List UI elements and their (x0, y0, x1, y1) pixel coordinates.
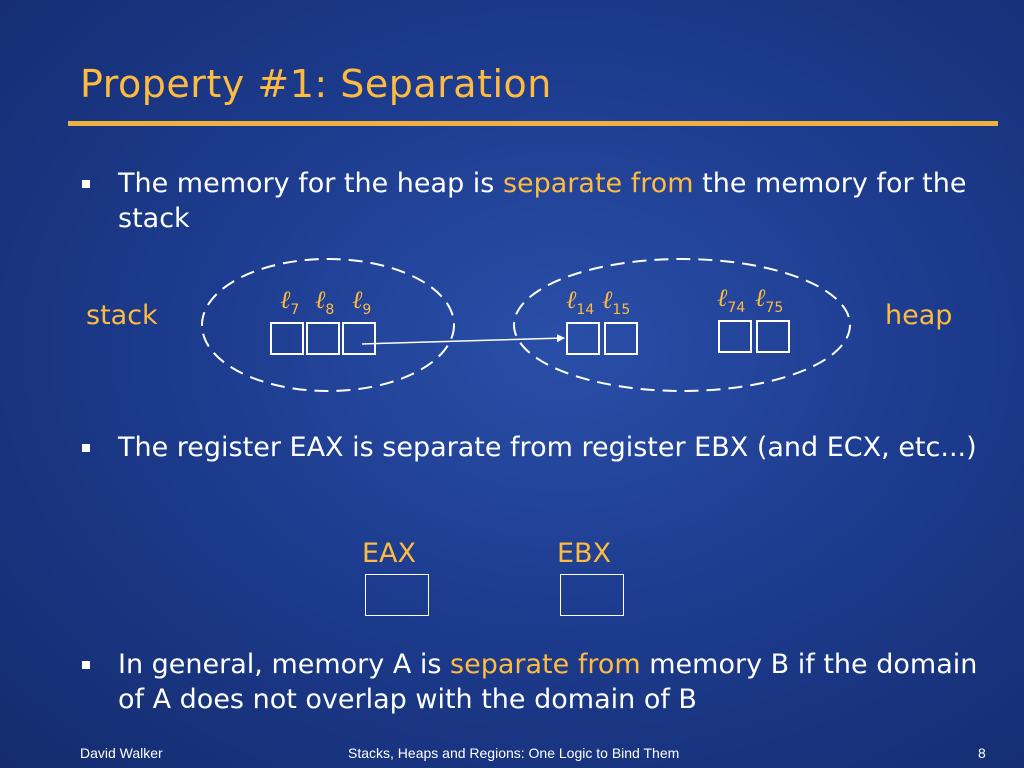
square-bullet-icon (82, 661, 90, 669)
square-bullet-icon (82, 444, 90, 452)
footer-talk-title: Stacks, Heaps and Regions: One Logic to … (348, 745, 680, 761)
heap-region-ellipse (513, 258, 851, 392)
register-label-eax: EAX (362, 538, 417, 569)
register-box-ebx (560, 574, 624, 616)
location-label-l74: ℓ74 (717, 283, 746, 316)
bullet-highlight: separate from (502, 168, 694, 199)
location-label-l75: ℓ75 (755, 283, 784, 316)
bullet-text-segment: memory B if the domain of A does not ove… (118, 649, 978, 715)
stack-cell-l8 (306, 322, 340, 355)
register-box-eax (365, 574, 429, 616)
location-label-l9: ℓ9 (352, 285, 372, 318)
stack-cell-l7 (270, 322, 304, 355)
footer-author: David Walker (80, 745, 163, 761)
square-bullet-icon (82, 180, 90, 188)
bullet-text: The register EAX is separate from regist… (118, 432, 977, 463)
heap-cell-l75 (756, 320, 790, 353)
location-label-l8: ℓ8 (315, 285, 335, 318)
page-number: 8 (978, 745, 986, 761)
location-label-l14: ℓ14 (566, 285, 595, 318)
pointer-arrow (361, 334, 565, 345)
title-underline (68, 121, 998, 126)
bullet-highlight: separate from (450, 649, 641, 680)
bullet-text-segment: In general, memory A is (118, 649, 451, 680)
slide-title: Property #1: Separation (80, 62, 552, 106)
location-label-l15: ℓ15 (602, 285, 631, 318)
heap-cell-l74 (718, 320, 752, 353)
register-label-ebx: EBX (557, 538, 612, 569)
heap-cell-l14 (566, 322, 600, 355)
bullet-text: The memory for the heap is separate from… (118, 166, 998, 236)
location-label-l7: ℓ7 (280, 285, 300, 318)
stack-region-ellipse (201, 258, 455, 392)
stack-label: stack (86, 300, 158, 331)
bullet-text-segment: The memory for the heap is (118, 168, 503, 199)
stack-cell-l9 (342, 322, 376, 355)
heap-label: heap (885, 300, 953, 331)
bullet-text-segment: the memory for the stack (118, 168, 967, 234)
heap-cell-l15 (604, 322, 638, 355)
bullet-text: In general, memory A is separate from me… (118, 647, 998, 717)
